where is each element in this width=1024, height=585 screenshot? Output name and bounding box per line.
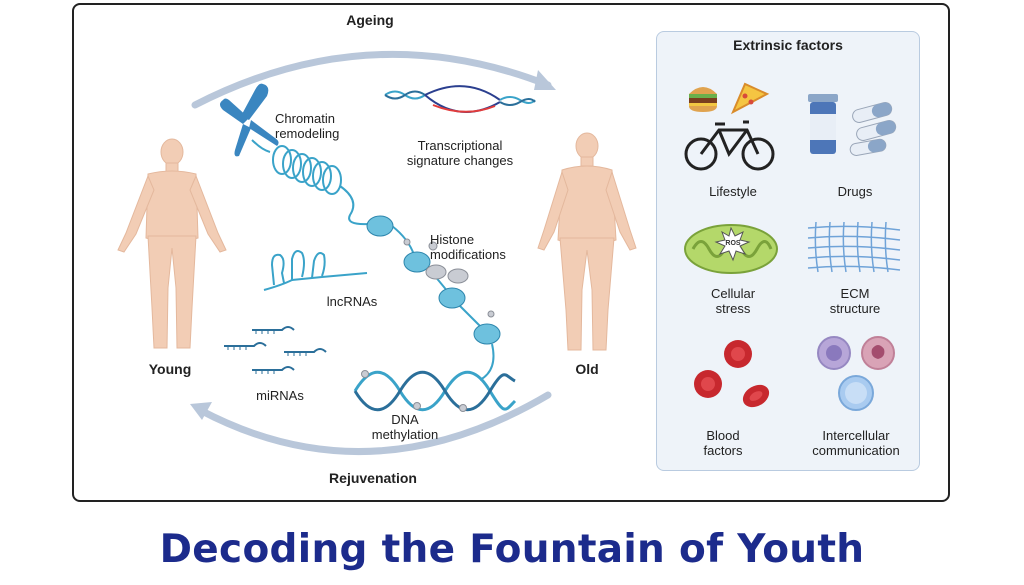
ecm-mesh-icon — [807, 221, 901, 273]
intercellular-label: Intercellular communication — [812, 428, 900, 458]
cellular-stress-label: Cellular stress — [710, 286, 756, 316]
lncrna-icon — [263, 250, 368, 291]
dna-helix-icon — [353, 370, 517, 412]
burger-icon — [689, 87, 717, 112]
mitochondrion-icon: ROS — [684, 224, 778, 274]
lncrnas-label: lncRNAs — [326, 294, 378, 309]
old-body-icon — [537, 132, 637, 351]
ecm-label: ECM structure — [829, 286, 881, 316]
lifestyle-icon — [684, 82, 775, 171]
page-title: Decoding the Fountain of Youth — [159, 527, 865, 572]
ros-text: ROS — [725, 240, 741, 247]
bicycle-icon — [684, 120, 775, 171]
drugs-label: Drugs — [837, 184, 873, 199]
mirna-icon — [224, 326, 327, 374]
chromosome-icon — [220, 83, 279, 157]
histone-label: Histone modifications — [430, 232, 506, 262]
extrinsic-title: Extrinsic factors — [733, 37, 843, 53]
pills-icon — [808, 94, 897, 156]
dna-methylation-label: DNA methylation — [371, 412, 439, 442]
transcription-bubble-icon — [384, 85, 536, 113]
young-label: Young — [148, 361, 192, 377]
pizza-icon — [730, 82, 770, 115]
blood-factors-label: Blood factors — [703, 428, 743, 458]
chromatin-label: Chromatin remodeling — [275, 111, 340, 141]
cells-icon — [817, 336, 895, 411]
young-body-icon — [117, 138, 227, 349]
ageing-label: Ageing — [346, 12, 394, 28]
red-blood-cells-icon — [694, 340, 770, 408]
old-label: Old — [575, 361, 599, 377]
rejuvenation-label: Rejuvenation — [329, 470, 417, 486]
lifestyle-label: Lifestyle — [709, 184, 757, 199]
transcriptional-label: Transcriptional signature changes — [406, 138, 514, 168]
mirnas-label: miRNAs — [256, 388, 304, 403]
